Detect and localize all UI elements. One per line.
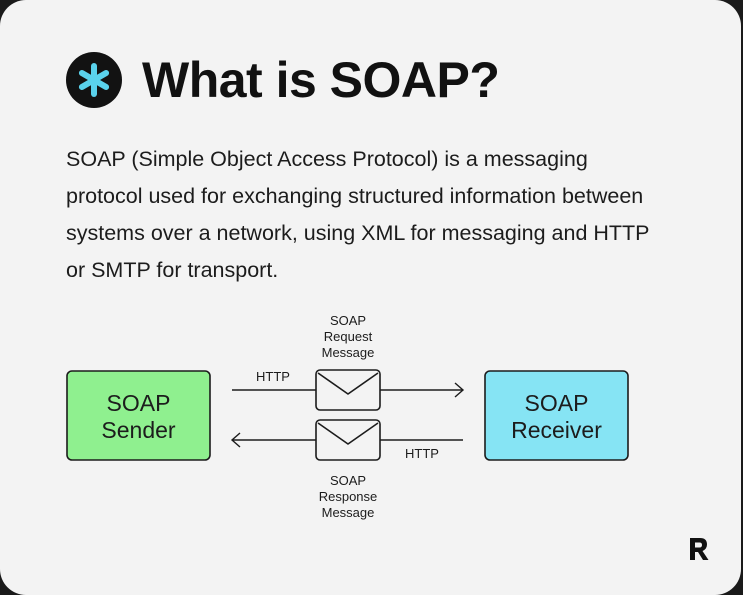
response-envelope-icon (315, 419, 381, 461)
sender-box (66, 370, 211, 461)
sender-label-line2: Sender (101, 417, 176, 443)
page-title: What is SOAP? (142, 52, 500, 108)
receiver-box (484, 370, 629, 461)
request-envelope-icon (315, 369, 381, 411)
request-label-line3: Message (322, 345, 375, 360)
request-label-line2: Request (324, 329, 373, 344)
sender-label-line1: SOAP (107, 390, 171, 416)
receiver-label-line2: Receiver (511, 417, 602, 443)
request-label-line1: SOAP (330, 313, 366, 328)
receiver-label-line1: SOAP (525, 390, 589, 416)
description: SOAP (Simple Object Access Protocol) is … (66, 147, 650, 282)
asterisk-icon (66, 52, 122, 108)
response-protocol-label: HTTP (405, 446, 439, 461)
response-label-line2: Response (319, 489, 378, 504)
r-logo-icon (690, 538, 709, 560)
title-row: What is SOAP? (66, 52, 500, 108)
request-protocol-label: HTTP (256, 369, 290, 384)
response-label-line1: SOAP (330, 473, 366, 488)
response-label-line3: Message (322, 505, 375, 520)
